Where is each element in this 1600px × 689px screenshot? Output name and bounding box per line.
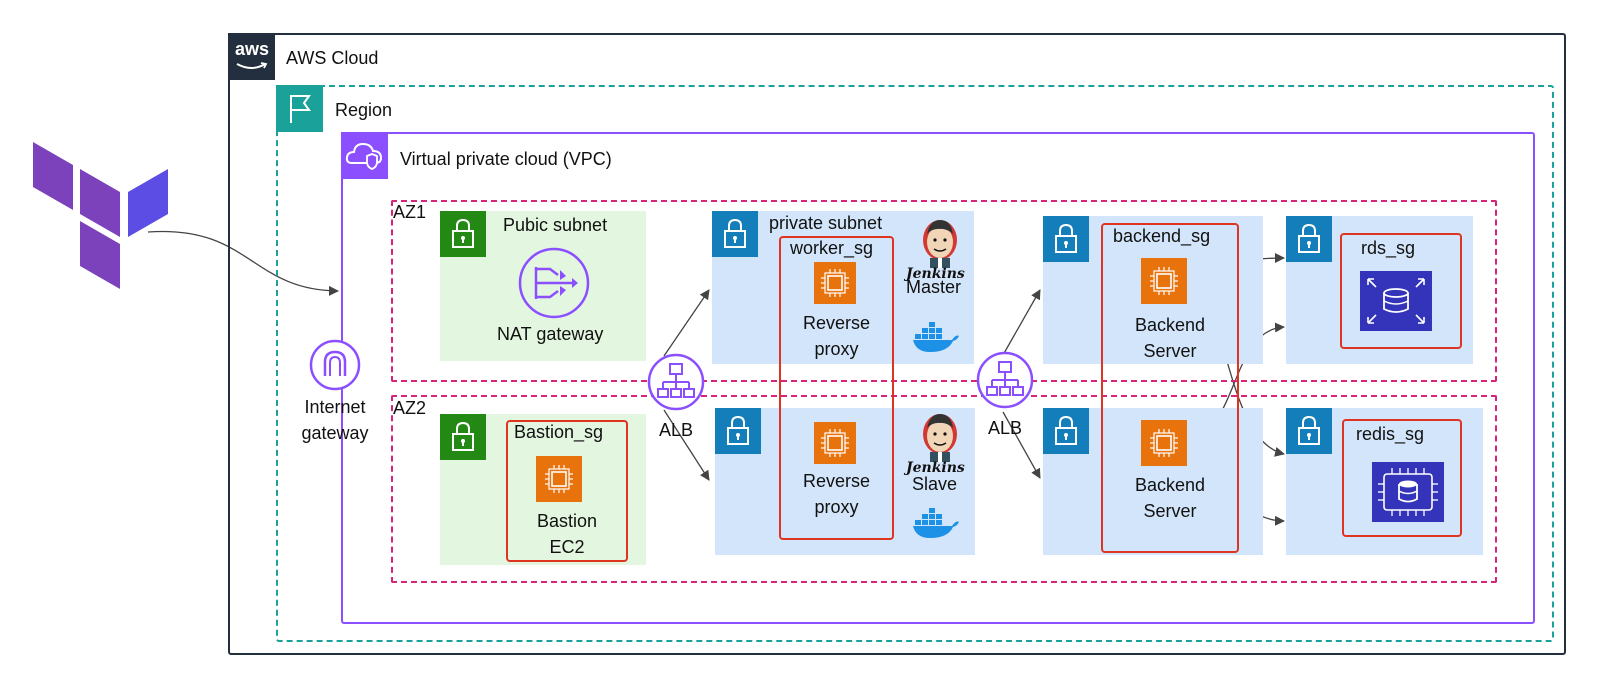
- lock-icon: [1286, 216, 1332, 262]
- internet-gateway-icon: [309, 339, 361, 391]
- bastion-ec2-label: Bastion EC2: [506, 508, 628, 560]
- ec2-chip-icon: [814, 262, 856, 304]
- region-label: Region: [335, 100, 393, 120]
- nat-gateway-icon: [518, 247, 590, 319]
- backend-security-group: [1101, 223, 1239, 553]
- ec2-chip-icon: [1141, 258, 1187, 304]
- aws-cloud-group: [228, 33, 1566, 655]
- ec2-chip-icon: [1141, 420, 1187, 466]
- terraform-to-vpc-arrow: [147, 230, 339, 296]
- az1-label: AZ1: [393, 202, 427, 222]
- bastion-security-group: [506, 420, 628, 562]
- jenkins-logo: [923, 220, 957, 268]
- ec2-chip-icon: [814, 422, 856, 464]
- lock-icon: [1043, 216, 1089, 262]
- aws-logo-text: aws: [235, 39, 270, 59]
- reverse-proxy-line2: proxy: [814, 339, 859, 359]
- redis-icon: [1372, 462, 1444, 522]
- rds-security-group: [1340, 233, 1462, 349]
- nat-gateway-label: NAT gateway: [497, 324, 604, 344]
- az2-label: AZ2: [393, 398, 427, 418]
- vpc-cloud-icon: [341, 132, 388, 179]
- worker-sg-label: worker_sg: [790, 238, 874, 258]
- docker-logo: [913, 508, 959, 538]
- lock-icon: [440, 211, 486, 257]
- az1-group: [391, 200, 1497, 382]
- aws-cloud-label: AWS Cloud: [286, 48, 379, 68]
- jenkins-master-label: Master: [906, 277, 962, 297]
- reverse-proxy-line1: Reverse: [802, 471, 871, 491]
- rds-icon: [1360, 271, 1432, 331]
- lock-icon: [440, 414, 486, 460]
- vpc-label: Virtual private cloud (VPC): [400, 149, 612, 169]
- alb-left-label: ALB: [659, 420, 694, 440]
- bastion-ec2-label-line1: Bastion: [536, 511, 598, 531]
- lock-icon: [712, 211, 758, 257]
- flag-icon: [276, 85, 323, 132]
- az2-group: [391, 395, 1497, 583]
- bastion-sg-label: Bastion_sg: [514, 422, 604, 442]
- redis-sg-label: redis_sg: [1356, 424, 1425, 444]
- alb-left-to-az2-arrow: [663, 409, 710, 481]
- lock-icon: [715, 408, 761, 454]
- worker-security-group: [779, 236, 894, 540]
- terraform-logo: [33, 142, 168, 289]
- reverse-proxy-label-az2: Reverse proxy: [779, 468, 894, 520]
- bastion-ec2-label-line2: EC2: [549, 537, 585, 557]
- jenkins-master-brand: Jenkins: [906, 266, 965, 282]
- reverse-proxy-line1: Reverse: [802, 313, 871, 333]
- reverse-proxy-line2: proxy: [814, 497, 859, 517]
- alb-left-to-az1-arrow: [663, 289, 710, 357]
- backend-sg-label: backend_sg: [1113, 226, 1211, 246]
- jenkins-logo: [923, 414, 957, 462]
- backend-server-line1: Backend: [1134, 475, 1206, 495]
- alb-right-to-az1-arrow: [1002, 289, 1041, 356]
- backend-server-label-az2: Backend Server: [1101, 472, 1239, 524]
- docker-logo: [913, 322, 959, 352]
- private-subnet-label: private subnet: [769, 213, 883, 233]
- alb-icon: [647, 353, 705, 411]
- rds-sg-label: rds_sg: [1361, 238, 1416, 258]
- ec2-chip-icon: [536, 456, 582, 502]
- aws-logo: aws: [228, 33, 275, 80]
- backend-server-line1: Backend: [1134, 315, 1206, 335]
- jenkins-slave-label: Slave: [912, 474, 958, 494]
- alb-right-to-az2-arrow: [1002, 411, 1041, 479]
- lock-icon: [1043, 408, 1089, 454]
- lock-icon: [1286, 408, 1332, 454]
- redis-security-group: [1342, 419, 1462, 537]
- backend-server-label-az1: Backend Server: [1101, 312, 1239, 364]
- jenkins-slave-brand: Jenkins: [906, 460, 965, 476]
- internet-gateway-label: Internet gateway: [301, 397, 369, 443]
- reverse-proxy-label-az1: Reverse proxy: [779, 310, 894, 362]
- alb-icon: [976, 351, 1034, 409]
- backend-server-line2: Server: [1143, 501, 1197, 521]
- backend-server-line2: Server: [1143, 341, 1197, 361]
- public-subnet-label: Pubic subnet: [503, 215, 608, 235]
- region-group: [276, 85, 1554, 642]
- alb-right-label: ALB: [988, 418, 1023, 438]
